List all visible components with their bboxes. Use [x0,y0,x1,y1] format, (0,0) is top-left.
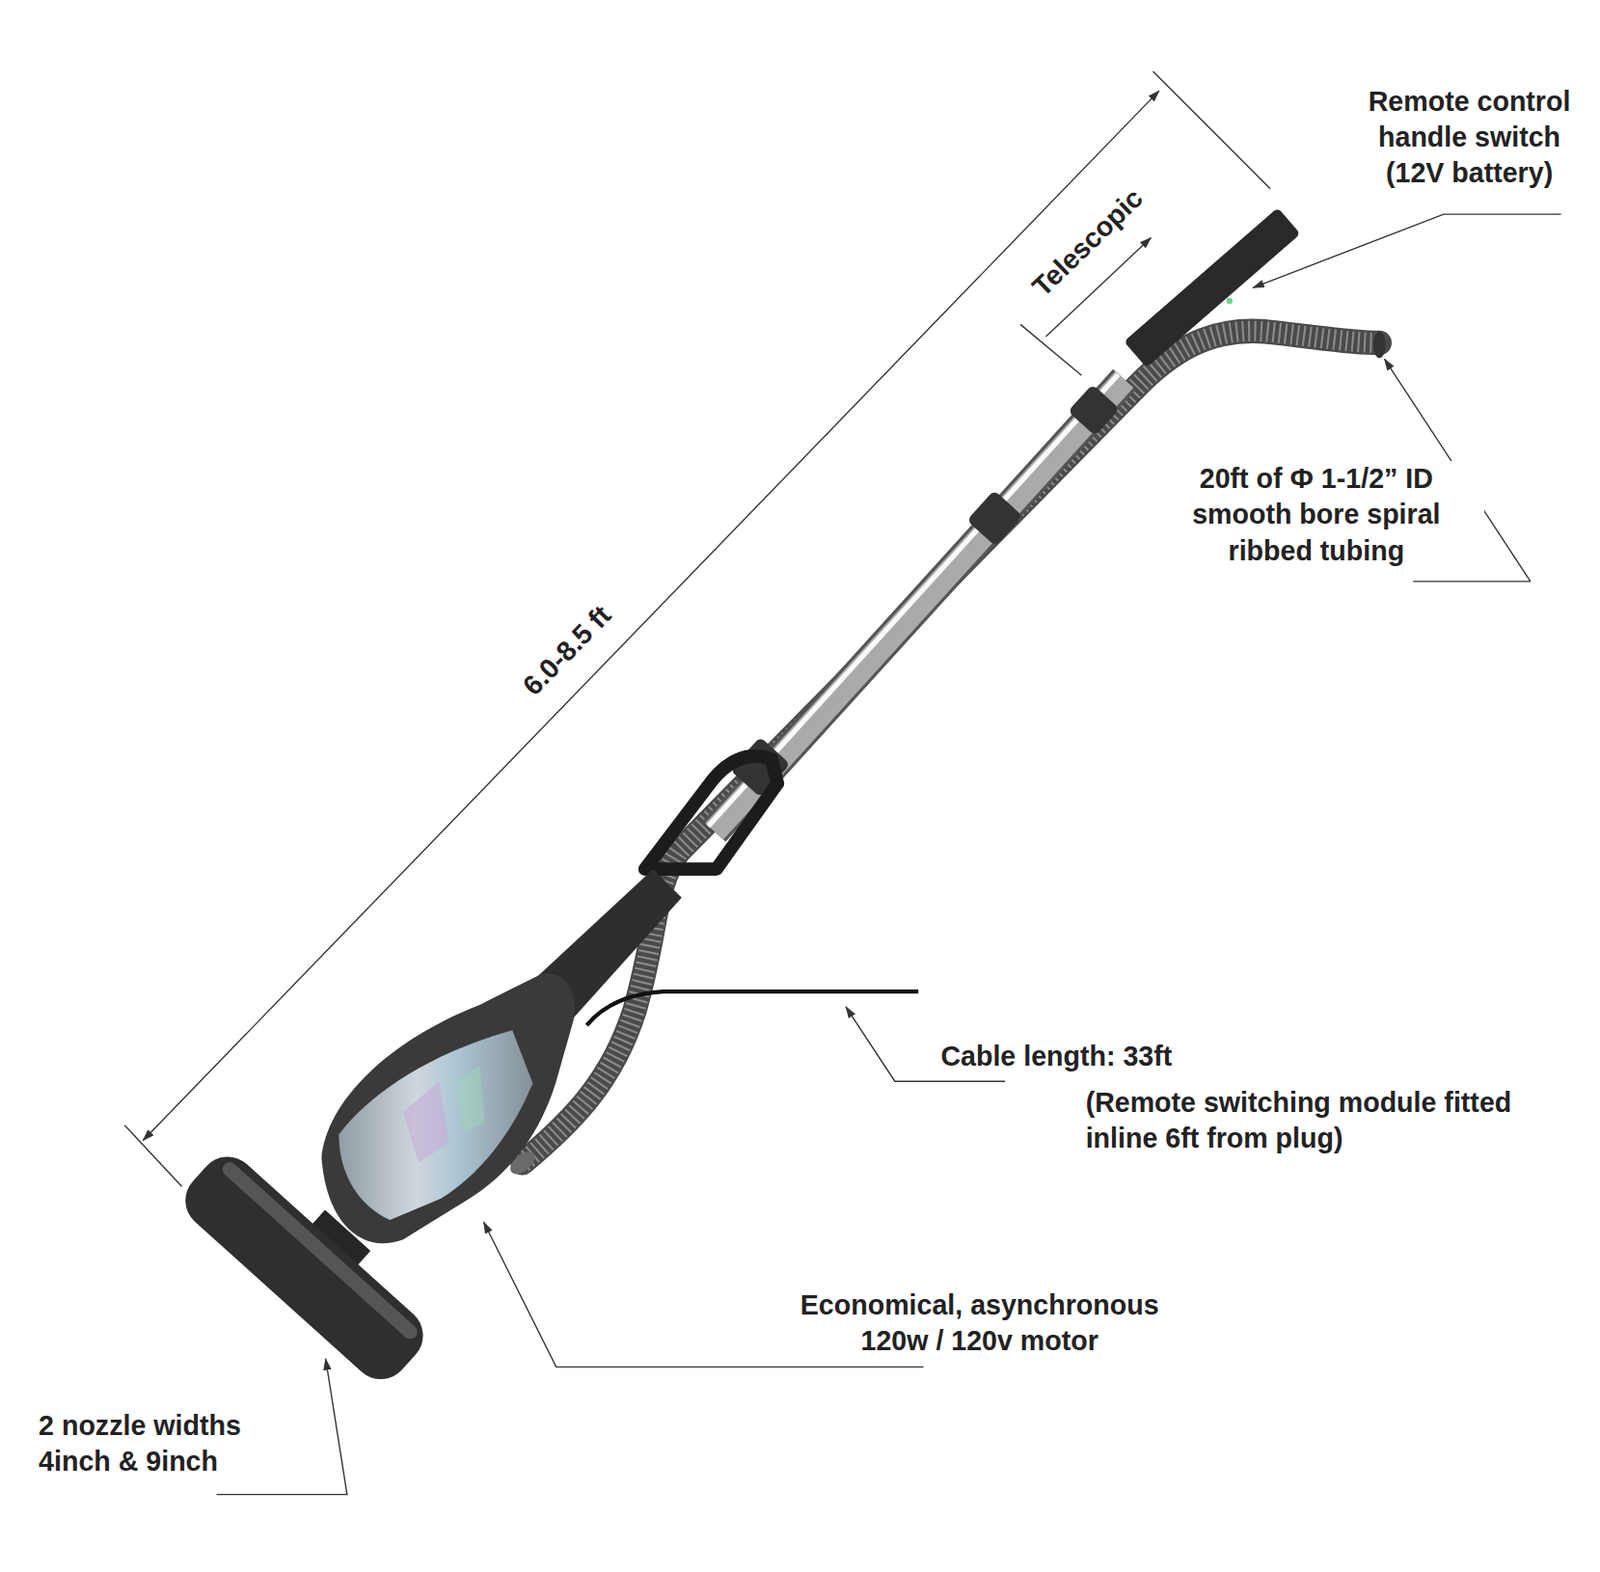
length-dimension: 6.0-8.5 ft [514,596,621,706]
floor-nozzle [173,1144,435,1391]
motor-label: Economical, asynchronous 120w / 120v mot… [775,1287,1184,1359]
power-cable [586,991,919,1026]
carry-handle [645,756,779,869]
hose [506,330,1386,1179]
switch-label: Remote control handle switch (12V batter… [1352,83,1587,192]
nozzle-label: 2 nozzle widths 4inch & 9inch [36,1408,302,1480]
motor-body [302,868,681,1275]
handle-switch [1123,207,1301,368]
cable-label: Cable length: 33ft [938,1038,1174,1075]
tubing-label: 20ft of Ф 1-1/2” ID smooth bore spiral r… [1147,461,1485,570]
module-note: (Remote switching module fitted inline 6… [1084,1084,1534,1157]
leader-lines [216,214,1561,1494]
telescopic-label: Telescopic [1023,179,1152,306]
dimension-lines [124,71,1271,1187]
